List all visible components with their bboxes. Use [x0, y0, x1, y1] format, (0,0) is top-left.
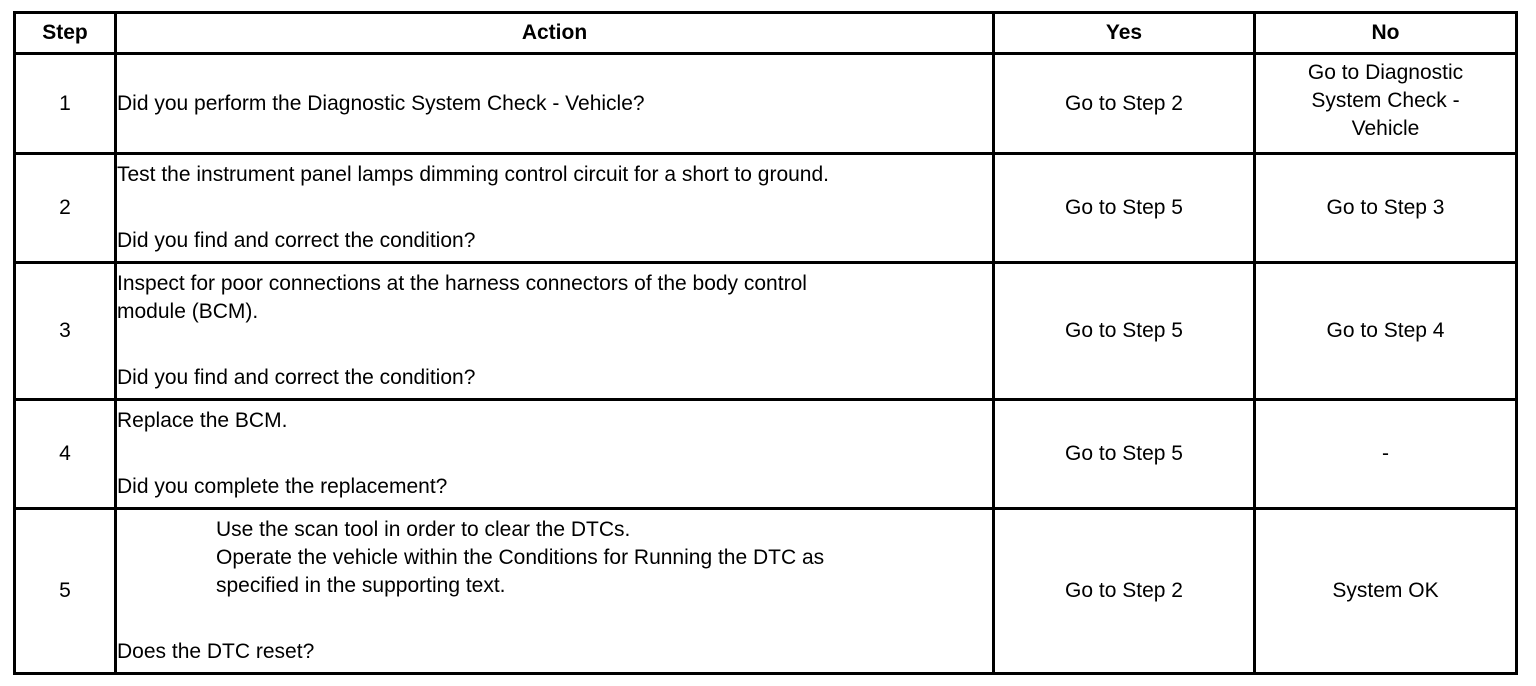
action-cell: Inspect for poor connections at the harn…: [114, 261, 995, 401]
header-row: Step Action Yes No: [13, 11, 1518, 55]
yes-outcome: Go to Step 5: [992, 398, 1256, 510]
yes-outcome: Go to Step 2: [992, 507, 1256, 675]
yes-outcome: Go to Step 2: [992, 52, 1256, 155]
header-step: Step: [13, 11, 117, 55]
action-text: specified in the supporting text.: [216, 574, 506, 597]
action-question: Did you find and correct the condition?: [117, 366, 476, 389]
table-row: 5 Use the scan tool in order to clear th…: [13, 507, 1518, 675]
diagnostic-table: Step Action Yes No 1 Did you perform the…: [13, 11, 1518, 675]
action-text: Operate the vehicle within the Condition…: [216, 546, 825, 569]
header-no: No: [1253, 11, 1518, 55]
yes-outcome: Go to Step 5: [992, 261, 1256, 401]
action-text: module (BCM).: [117, 300, 259, 323]
no-outcome: Go to Diagnostic System Check - Vehicle: [1253, 52, 1518, 155]
no-outcome-line: Vehicle: [1351, 117, 1420, 140]
action-text: Inspect for poor connections at the harn…: [117, 272, 807, 295]
yes-outcome: Go to Step 5: [992, 152, 1256, 264]
header-action: Action: [114, 11, 995, 55]
action-question: Does the DTC reset?: [117, 640, 315, 663]
spacer: [117, 189, 992, 217]
spacer: [117, 435, 992, 463]
action-text: Replace the BCM.: [117, 409, 288, 432]
table-row: 4 Replace the BCM. Did you complete the …: [13, 398, 1518, 510]
no-outcome-line: System Check -: [1311, 89, 1460, 112]
action-question: Did you find and correct the condition?: [117, 229, 476, 252]
table-row: 2 Test the instrument panel lamps dimmin…: [13, 152, 1518, 264]
spacer: [117, 600, 992, 628]
spacer: [117, 326, 992, 354]
action-text: Did you perform the Diagnostic System Ch…: [117, 91, 645, 115]
action-cell: Replace the BCM. Did you complete the re…: [114, 398, 995, 510]
step-number: 2: [13, 152, 117, 264]
diagnostic-table-wrapper: Step Action Yes No 1 Did you perform the…: [13, 11, 1518, 675]
table-row: 1 Did you perform the Diagnostic System …: [13, 52, 1518, 155]
no-outcome: System OK: [1253, 507, 1518, 675]
action-cell: Test the instrument panel lamps dimming …: [114, 152, 995, 264]
action-text: Use the scan tool in order to clear the …: [216, 518, 631, 541]
step-number: 3: [13, 261, 117, 401]
action-cell: Use the scan tool in order to clear the …: [114, 507, 995, 675]
action-cell: Did you perform the Diagnostic System Ch…: [114, 52, 995, 155]
no-outcome: Go to Step 4: [1253, 261, 1518, 401]
no-outcome-line: Go to Diagnostic: [1307, 61, 1464, 84]
action-question: Did you complete the replacement?: [117, 475, 448, 498]
table-row: 3 Inspect for poor connections at the ha…: [13, 261, 1518, 401]
header-yes: Yes: [992, 11, 1256, 55]
step-number: 4: [13, 398, 117, 510]
no-outcome: Go to Step 3: [1253, 152, 1518, 264]
step-number: 5: [13, 507, 117, 675]
step-number: 1: [13, 52, 117, 155]
action-text: Test the instrument panel lamps dimming …: [117, 163, 829, 186]
no-outcome: -: [1253, 398, 1518, 510]
